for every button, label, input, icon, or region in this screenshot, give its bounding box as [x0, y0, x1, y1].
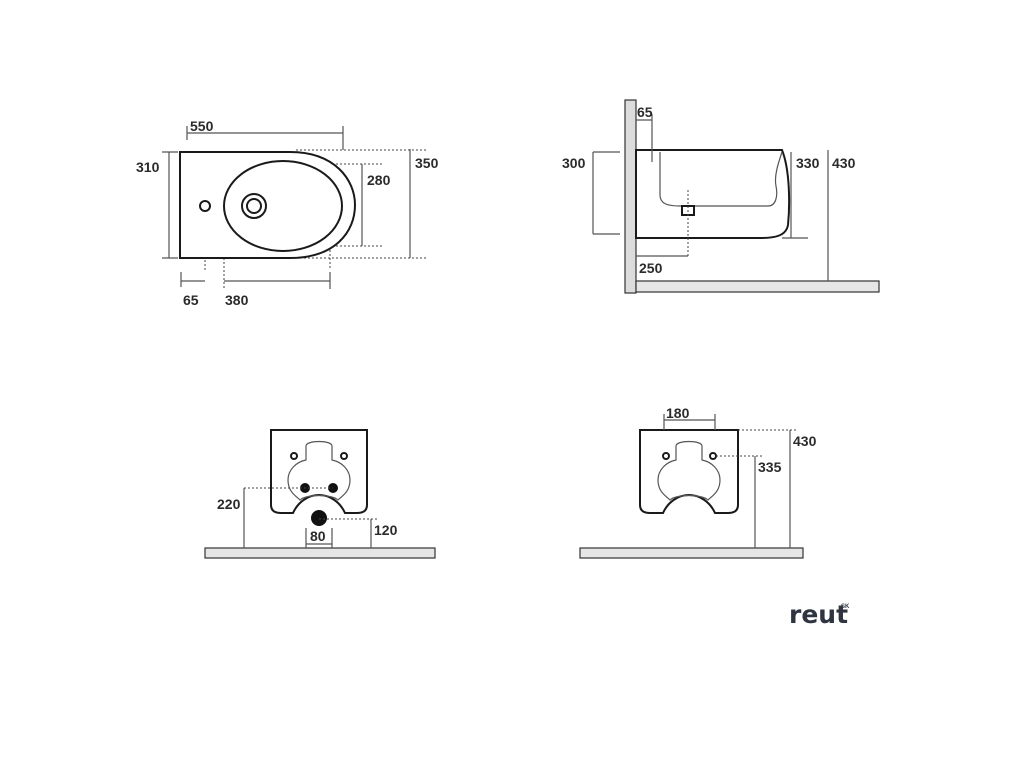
rear-bolt-hole-right	[340, 452, 348, 460]
side-total-height-label: 430	[832, 155, 856, 171]
front-total-height-label: 430	[793, 433, 817, 449]
rear-fixture-outline	[270, 429, 368, 514]
rear-floor	[204, 547, 436, 559]
front-extension-lines	[716, 429, 796, 457]
side-wall-offset-dimension-line	[636, 114, 653, 162]
top-tap-hole-circle	[199, 200, 211, 212]
rear-drain-width-dimension-line	[305, 528, 333, 548]
side-bowl-inner-outline	[659, 151, 783, 207]
top-width-label: 550	[190, 118, 214, 134]
front-bolt-height-label: 335	[758, 459, 782, 475]
front-bolt-spacing-dimension-line	[663, 414, 716, 430]
front-floor	[579, 547, 804, 559]
top-right-height-label: 350	[415, 155, 439, 171]
rear-drain-height-label: 120	[374, 522, 398, 538]
front-bolt-spacing-label: 180	[666, 405, 690, 421]
front-bolt-hole-right	[709, 452, 717, 460]
top-left-height-label: 310	[136, 159, 160, 175]
rear-bracket-outline	[287, 440, 351, 501]
brand-name: reut	[789, 600, 848, 629]
top-left-height-dimension-line	[162, 151, 178, 259]
top-offset-label: 65	[183, 292, 199, 308]
side-wall-offset-label: 65	[637, 104, 653, 120]
top-bowl-outline	[223, 160, 343, 252]
rear-bolt-hole-left	[290, 452, 298, 460]
front-bracket-outline	[657, 440, 721, 501]
top-view: 550 310 280 350 65 380	[136, 118, 439, 308]
side-height-dimension-line	[592, 151, 620, 235]
top-bowl-width-label: 380	[225, 292, 249, 308]
front-bolt-hole-left	[662, 452, 670, 460]
side-height-label: 300	[562, 155, 586, 171]
front-view: 180 430 335	[579, 405, 817, 559]
side-depth-label: 330	[796, 155, 820, 171]
brand-logo: reut SK	[789, 600, 850, 629]
top-bowl-width-dimension-line	[224, 272, 331, 289]
front-fixture-outline	[639, 429, 739, 514]
side-view: 65 300 330 430 250	[562, 99, 880, 294]
rear-drain-width-label: 80	[310, 528, 326, 544]
rear-drain-outlet	[311, 510, 327, 526]
side-fixture-outline	[635, 149, 791, 239]
rear-height-label: 220	[217, 496, 241, 512]
side-depth-dimension-line	[782, 152, 808, 239]
top-width-dimension-line	[186, 126, 344, 150]
top-bowl-height-label: 280	[367, 172, 391, 188]
side-drain-label: 250	[639, 260, 663, 276]
rear-extension-lines	[244, 487, 378, 520]
top-offset-dimension-line	[180, 272, 205, 287]
top-drain-inner-circle	[246, 198, 262, 214]
side-floor	[635, 280, 880, 293]
brand-superscript: SK	[841, 604, 850, 610]
side-wall	[624, 99, 637, 294]
rear-view: 220 120 80	[204, 429, 436, 559]
